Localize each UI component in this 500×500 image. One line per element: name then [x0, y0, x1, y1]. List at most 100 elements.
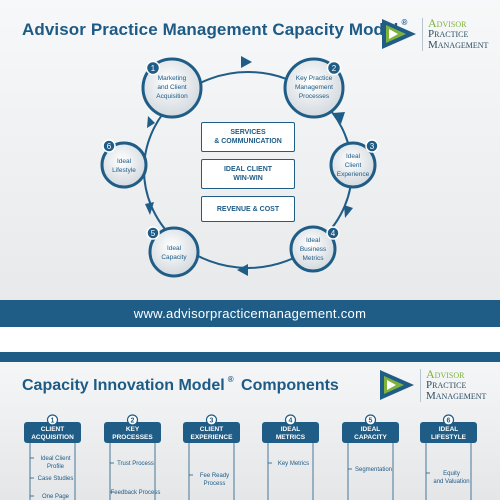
column-header-label: METRICS [276, 434, 306, 441]
column-bracket [188, 443, 235, 500]
number-badge-label: 5 [369, 418, 373, 425]
arrow-icon [344, 205, 353, 218]
slide2-title: Capacity Innovation Model® Components [22, 375, 339, 394]
svg-text:Ideal: Ideal [306, 237, 321, 244]
cycle-node-3: 3 Ideal Client Experience [329, 139, 379, 189]
component-item: Case Studies [38, 476, 74, 482]
svg-text:Marketing: Marketing [158, 75, 187, 82]
cycle-node-1: 1 Marketing and Client Acquisition [141, 57, 203, 119]
svg-text:2: 2 [332, 64, 337, 73]
component-item: Process [204, 481, 226, 487]
logo-line2: Practice [426, 378, 467, 391]
arrow-icon [333, 112, 345, 124]
logo-line3: Management [428, 38, 489, 51]
svg-text:Capacity: Capacity [161, 254, 187, 261]
svg-text:Processes: Processes [299, 93, 330, 100]
column-header-label: CLIENT [200, 426, 224, 433]
svg-text:Management: Management [295, 84, 333, 91]
logo-triangle-icon [380, 370, 414, 400]
column-header-box [420, 422, 477, 443]
slide1-title: Advisor Practice Management Capacity Mod… [22, 18, 408, 39]
number-badge [364, 414, 377, 426]
component-item: Key Metrics [278, 461, 309, 467]
column-bracket [29, 443, 76, 500]
cycle-node-4: 4 Ideal Business Metrics [289, 225, 340, 273]
number-badge-label: 4 [289, 418, 293, 425]
svg-text:Key Practice: Key Practice [296, 75, 333, 82]
column-header-label: PROCESSES [112, 434, 153, 441]
arrow-icon [145, 202, 154, 215]
column-bracket [109, 443, 156, 500]
arrow-icon [241, 56, 252, 68]
column-header-box [104, 422, 161, 443]
logo-line2: Practice [428, 27, 469, 40]
component-item: Feedback Process [111, 490, 161, 496]
component-item: Equity [443, 471, 460, 477]
column-header-label: KEY [126, 426, 140, 433]
center-box-services: SERVICES& COMMUNICATION [201, 122, 295, 152]
column-bracket [347, 443, 394, 500]
column-header-label: CLIENT [41, 426, 65, 433]
number-badge-label: 6 [447, 418, 451, 425]
number-badge [46, 414, 59, 426]
svg-text:Ideal: Ideal [346, 153, 361, 160]
component-item: Trust Process [117, 461, 154, 467]
column-header-label: IDEAL [281, 426, 301, 433]
column-header-box [262, 422, 319, 443]
component-item: Segmentation [355, 467, 392, 473]
column-header-label: IDEAL [439, 426, 459, 433]
component-item: Fee Ready [200, 473, 229, 479]
center-box-revenue: REVENUE & COST [201, 196, 295, 222]
svg-text:1: 1 [151, 64, 156, 73]
svg-text:Client: Client [345, 162, 362, 169]
svg-text:Experience: Experience [337, 171, 370, 178]
slide-gap [0, 327, 500, 352]
arrow-icon [237, 264, 248, 276]
cycle-node-2: 2 Key Practice Management Processes [283, 57, 345, 119]
svg-text:Ideal: Ideal [117, 158, 132, 165]
component-item: One Page [42, 494, 70, 500]
column-header-box [342, 422, 399, 443]
footer-url[interactable]: www.advisorpracticemanagement.com [0, 300, 500, 327]
logo-line3: Management [426, 389, 487, 402]
number-badge [442, 414, 455, 426]
column-header-label: LIFESTYLE [431, 434, 467, 441]
logo-triangle-icon [382, 19, 416, 49]
svg-text:3: 3 [370, 142, 375, 151]
svg-text:6: 6 [107, 142, 112, 151]
slide-components [0, 352, 500, 500]
cycle-diagram: 1 Marketing and Client Acquisition 2 Key… [100, 56, 379, 278]
arrow-icon [147, 116, 155, 128]
logo: Advisor Practice Management [380, 17, 488, 51]
svg-text:Acquisition: Acquisition [156, 93, 188, 100]
column-header-box [183, 422, 240, 443]
component-item: and Valuation [433, 479, 469, 485]
column-bracket [267, 443, 314, 500]
component-item: Profile [47, 464, 65, 470]
number-badge-label: 1 [51, 418, 55, 425]
column-header-label: IDEAL [361, 426, 381, 433]
logo-line1: Advisor [426, 366, 465, 381]
svg-text:4: 4 [331, 229, 336, 238]
logo-line1: Advisor [428, 15, 467, 30]
svg-text:and Client: and Client [157, 84, 186, 91]
number-badge [205, 414, 218, 426]
column-header-box [24, 422, 81, 443]
number-badge [126, 414, 139, 426]
cycle-node-6: 6 Ideal Lifestyle [100, 139, 148, 189]
svg-text:5: 5 [151, 229, 156, 238]
svg-text:Business: Business [300, 246, 327, 253]
number-badge-label: 2 [131, 418, 135, 425]
cycle-node-5: 5 Ideal Capacity [146, 226, 200, 278]
column-header-label: EXPERIENCE [191, 434, 234, 441]
column-bracket [425, 443, 472, 500]
